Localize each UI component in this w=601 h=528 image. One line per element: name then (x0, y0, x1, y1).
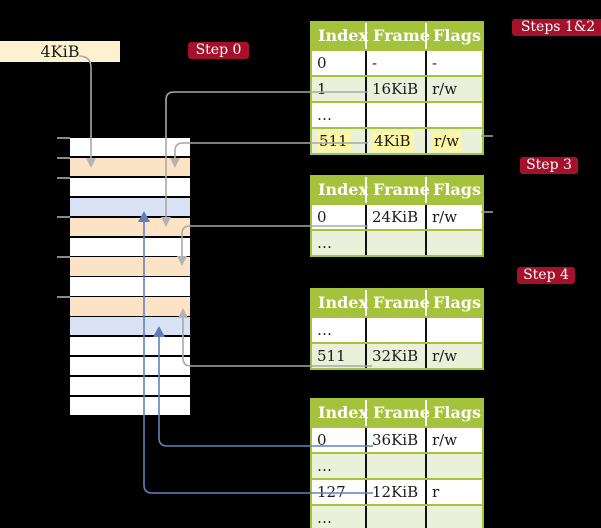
memory-row (70, 197, 190, 217)
table-cell (427, 318, 478, 342)
table-cell (367, 103, 427, 127)
column-header: Flags (433, 403, 481, 422)
memory-row (70, 356, 190, 376)
column-header: Index (312, 23, 368, 49)
memory-row (70, 317, 190, 336)
memory-tick (57, 296, 70, 298)
table-cell: 36KiB (367, 428, 427, 452)
table-cell: r/w (432, 347, 458, 365)
table-cell: … (312, 506, 367, 528)
memory-tick (57, 216, 70, 218)
table-row: 511 4KiB r/w (312, 127, 482, 153)
table-cell: 12KiB (367, 480, 427, 504)
column-header: Frame (367, 23, 430, 49)
memory-row (70, 376, 190, 396)
column-header: Index (312, 177, 368, 203)
memory-tick (57, 157, 70, 159)
table-cell: … (312, 231, 367, 255)
table-row: 0-- (312, 49, 482, 75)
memory-row (70, 396, 190, 416)
table-cell: … (312, 318, 367, 342)
memory-tick (57, 256, 70, 258)
column-header: Flags (433, 180, 481, 199)
table-cell: r/w (432, 80, 458, 98)
table-row: … (312, 229, 482, 255)
table-row: … (312, 316, 482, 342)
table-row: … (312, 504, 482, 528)
table-cell: r/w (427, 129, 478, 153)
table-cell (367, 506, 427, 528)
highlighted-value: 511 (317, 132, 351, 151)
table-cell: 1 (312, 77, 367, 101)
table-cell (427, 103, 478, 127)
column-header: Index (312, 400, 368, 426)
table-cell: 0 (312, 205, 367, 229)
highlighted-value: r/w (432, 132, 463, 151)
table-cell: 0 (312, 428, 367, 452)
table-cell (367, 231, 427, 255)
table-cell: 4KiB (367, 129, 427, 153)
memory-row (70, 297, 190, 316)
memory-row (70, 277, 190, 296)
memory-row (70, 257, 190, 276)
memory-tick (57, 137, 70, 139)
table-cell: 511 (312, 344, 367, 368)
memory-tick (57, 177, 70, 179)
memory-row (70, 157, 190, 177)
column-header: Frame (367, 400, 430, 426)
frame-size-box: 4KiB (0, 41, 120, 62)
column-header: Index (312, 290, 368, 316)
table-cell: r/w (432, 208, 458, 226)
table-cell (367, 454, 427, 478)
table-cell: 127 (312, 480, 367, 504)
table-cell (427, 231, 478, 255)
table-cell (427, 454, 478, 478)
table-row: … (312, 101, 482, 127)
column-header: Flags (433, 26, 481, 45)
table-cell: 511 (312, 129, 367, 153)
highlighted-value: 4KiB (372, 132, 414, 151)
memory-row (70, 177, 190, 197)
table-cell (367, 318, 427, 342)
table-row: … (312, 452, 482, 478)
step3-badge: Step 3 (520, 157, 578, 174)
table-cell: 24KiB (367, 205, 427, 229)
memory-row (70, 217, 190, 236)
table-cell: … (312, 103, 367, 127)
memory-row (70, 337, 190, 356)
table-cell: r (432, 483, 440, 501)
step4-badge: Step 4 (517, 267, 575, 284)
table-cell (427, 506, 478, 528)
steps12-badge: Steps 1&2 (512, 19, 601, 36)
memory-row (70, 138, 190, 157)
memory-column (70, 138, 190, 416)
table-cell: 16KiB (367, 77, 427, 101)
table-cell: 32KiB (367, 344, 427, 368)
frame-size-label: 4KiB (40, 42, 80, 61)
table-cell: 0 (312, 51, 367, 75)
memory-row (70, 237, 190, 256)
step0-badge: Step 0 (188, 42, 249, 59)
table-cell: - (432, 54, 438, 72)
column-header: Flags (433, 293, 481, 312)
table-cell: r/w (432, 431, 458, 449)
table-cell: … (312, 454, 367, 478)
table-cell: - (367, 51, 427, 75)
column-header: Frame (367, 177, 430, 203)
column-header: Frame (367, 290, 430, 316)
